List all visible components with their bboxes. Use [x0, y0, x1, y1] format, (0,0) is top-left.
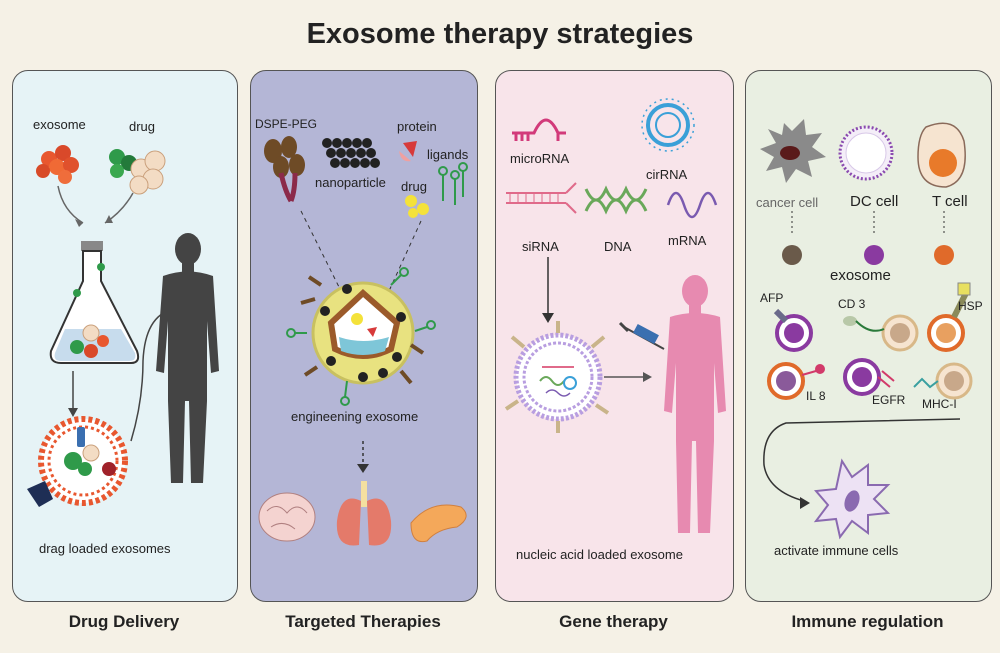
- dc-cell-label: DC cell: [850, 193, 899, 210]
- drug-label-targeted: drug: [401, 179, 428, 194]
- drug-cluster-icon: [109, 149, 166, 195]
- immune-regulation-panel: cancer cell DC cell T cell exosome AFP C…: [745, 70, 992, 602]
- cd3-label: CD 3: [838, 297, 866, 311]
- exosome-label: exosome: [33, 117, 86, 132]
- t-cell-exosome-icon: [934, 245, 954, 265]
- afp-label: AFP: [760, 291, 784, 305]
- nucleic-acid-exosome-label: nucleic acid loaded exosome: [516, 547, 683, 562]
- drug-delivery-panel: exosome drug drag loaded exosomes: [12, 70, 238, 602]
- engineered-exosome-icon: [286, 267, 436, 406]
- lungs-icon: [336, 481, 392, 546]
- mhc-label: MHC-I: [922, 397, 957, 411]
- cancer-exosome-icon: [782, 245, 802, 265]
- brain-icon: [258, 492, 316, 542]
- targeted-therapies-illustration: [258, 136, 468, 546]
- afp-exosome-icon: [773, 308, 813, 352]
- gene-therapy-illustration: [504, 98, 726, 533]
- immune-regulation-caption: Immune regulation: [791, 612, 944, 631]
- protein-label: protein: [397, 119, 437, 134]
- cancer-cell-icon: [760, 119, 826, 183]
- il8-label: IL 8: [806, 389, 826, 403]
- nucleic-acid-exosome-icon: [504, 321, 610, 433]
- mrna-label: mRNA: [668, 233, 707, 248]
- engineered-exosome-label: engineening exosome: [291, 409, 419, 424]
- flask-icon: [49, 241, 140, 364]
- mrna-icon: [666, 191, 718, 219]
- nanoparticle-icon: [322, 138, 380, 168]
- drug-dots-icon: [405, 195, 429, 218]
- hsp-exosome-icon: [927, 282, 971, 352]
- dc-exosome-icon: [864, 245, 884, 265]
- egfr-exosome-icon: [843, 358, 895, 396]
- mhc-exosome-icon: [913, 362, 973, 400]
- microrna-label: microRNA: [510, 151, 570, 166]
- loaded-exosome-icon: [27, 416, 128, 507]
- ligand-icon: [438, 162, 468, 205]
- drug-delivery-caption: Drug Delivery: [68, 612, 180, 631]
- pancreas-icon: [410, 504, 467, 543]
- human-silhouette-icon: [156, 233, 219, 483]
- targeted-therapies-panel: DSPE-PEG nanoparticle protein ligands dr…: [250, 70, 478, 602]
- nanoparticle-label: nanoparticle: [315, 175, 386, 190]
- dc-cell-icon: [838, 125, 894, 181]
- hsp-label: HSP: [958, 299, 983, 313]
- dna-label: DNA: [604, 239, 632, 254]
- dna-icon: [584, 185, 648, 215]
- exosome-cluster-icon: [36, 145, 79, 184]
- dspe-peg-icon: [264, 136, 305, 203]
- gene-therapy-panel: microRNA cirRNA siRNA DNA mRNA nucleic a…: [495, 70, 734, 602]
- diagram-title: Exosome therapy strategies: [306, 18, 694, 50]
- cd3-exosome-icon: [843, 314, 919, 352]
- drug-delivery-illustration: [27, 145, 219, 507]
- microrna-icon: [512, 118, 566, 141]
- protein-icon: [399, 141, 417, 162]
- egfr-label: EGFR: [872, 393, 906, 407]
- exosome-label-immune: exosome: [830, 267, 891, 284]
- loaded-exosomes-label: drag loaded exosomes: [39, 541, 171, 556]
- activated-immune-cell-icon: [813, 458, 891, 540]
- cancer-cell-label: cancer cell: [756, 195, 819, 210]
- activate-immune-cells-label: activate immune cells: [774, 543, 899, 558]
- circrna-label: cirRNA: [646, 167, 688, 182]
- dspe-peg-label: DSPE-PEG: [255, 117, 318, 131]
- gene-therapy-caption: Gene therapy: [559, 612, 668, 631]
- sirna-label: siRNA: [522, 239, 559, 254]
- human-figure-icon: [664, 275, 726, 533]
- t-cell-label: T cell: [932, 193, 968, 210]
- syringe-icon: [618, 321, 665, 350]
- sirna-icon: [506, 182, 577, 214]
- ligands-label: ligands: [427, 147, 469, 162]
- drug-label: drug: [129, 119, 156, 134]
- targeted-therapies-caption: Targeted Therapies: [285, 612, 441, 631]
- il8-exosome-icon: [767, 362, 825, 400]
- circrna-icon: [641, 98, 695, 152]
- immune-regulation-illustration: [760, 119, 973, 540]
- t-cell-icon: [917, 122, 966, 188]
